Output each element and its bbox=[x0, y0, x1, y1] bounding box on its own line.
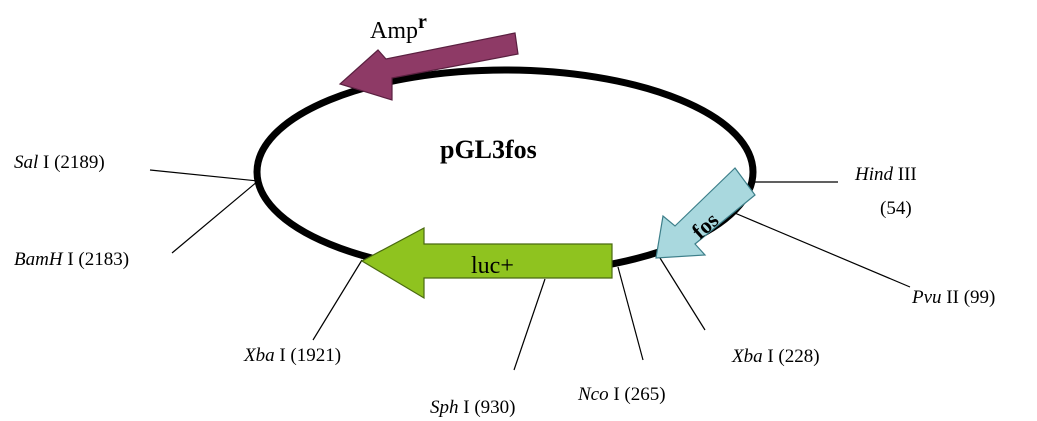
site-xba1921-label: Xba I (1921) bbox=[243, 345, 341, 366]
pointer-nco bbox=[617, 266, 644, 361]
site-hind-position: (54) bbox=[880, 198, 912, 219]
site-pvu-label: Pvu II (99) bbox=[911, 287, 995, 308]
pointer-pvu bbox=[729, 210, 911, 288]
luc-label: luc+ bbox=[471, 253, 514, 279]
pointer-bamh bbox=[171, 180, 259, 254]
amp-resistance-arrow bbox=[338, 32, 519, 101]
plasmid-name: pGL3fos bbox=[440, 135, 537, 164]
site-bamh-label: BamH I (2183) bbox=[14, 249, 129, 270]
site-pointer-lines bbox=[149, 169, 911, 371]
pointer-xba228 bbox=[659, 257, 706, 331]
pointer-xba1921 bbox=[312, 259, 363, 341]
pointer-sal bbox=[149, 169, 259, 182]
site-sal-label: Sal I (2189) bbox=[14, 152, 105, 173]
site-hind-label: Hind III bbox=[854, 164, 917, 185]
luc-arrow bbox=[360, 227, 613, 300]
fos-arrow bbox=[655, 167, 756, 259]
site-sph-label: Sph I (930) bbox=[430, 397, 515, 418]
amp-label: Ampr bbox=[370, 11, 427, 44]
pointer-sph bbox=[513, 278, 546, 371]
site-nco-label: Nco I (265) bbox=[577, 384, 666, 405]
site-xba228-label: Xba I (228) bbox=[731, 346, 820, 367]
